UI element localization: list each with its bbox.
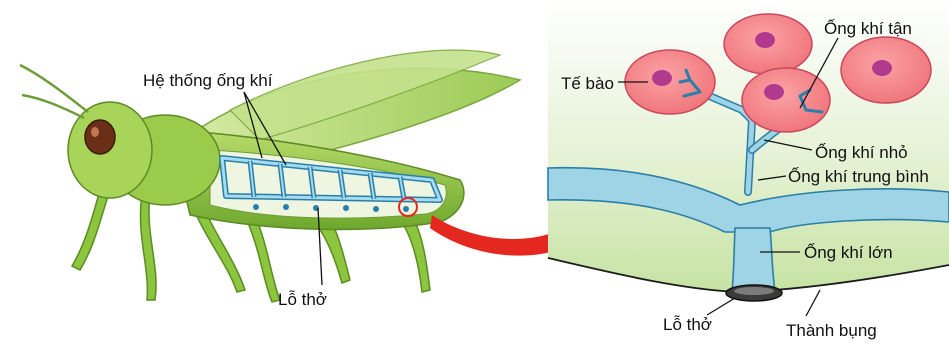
label-terminal-tracheole: Ống khí tận [824, 18, 912, 38]
label-spiracle-left: Lỗ thở [278, 290, 327, 309]
label-tracheal-system: Hệ thống ống khí [143, 71, 273, 90]
label-small-trachea: Ống khí nhỏ [815, 142, 908, 162]
label-cell: Tế bào [561, 74, 614, 93]
label-large-trachea: Ống khí lớn [804, 242, 893, 262]
label-body-wall: Thành bụng [786, 321, 877, 340]
label-spiracle-right: Lỗ thở [663, 315, 712, 334]
label-medium-trachea: Ống khí trung bình [788, 166, 929, 186]
